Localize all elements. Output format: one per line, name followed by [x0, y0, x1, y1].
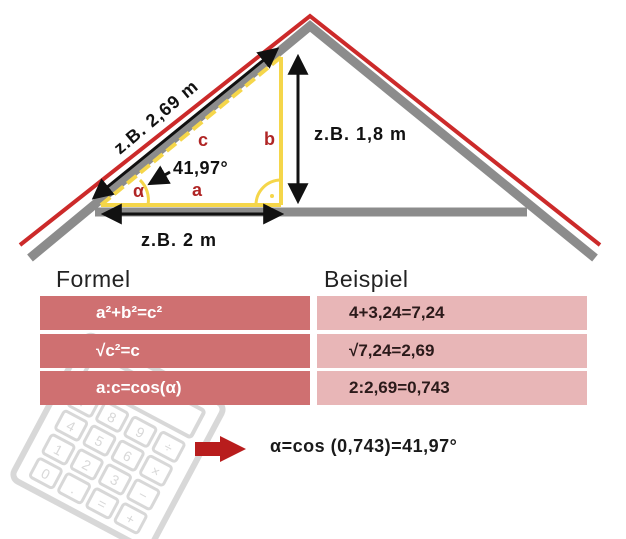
measure-arrows: [91, 47, 309, 225]
formel-cell: √c²=c: [40, 334, 310, 368]
calculator-key-label: 9: [133, 423, 148, 441]
calculator-key-label: ÷: [161, 438, 176, 456]
calculator-key: [139, 454, 173, 487]
base-measure-label: z.B. 2 m: [141, 230, 217, 250]
calculator-key-label: .: [68, 481, 79, 497]
hyp-arrow: [91, 47, 280, 200]
formel-header: Formel: [56, 266, 131, 292]
calculator-key-label: ×: [148, 462, 163, 480]
beispiel-cell: √7,24=2,69: [317, 334, 587, 368]
beispiel-header: Beispiel: [324, 266, 409, 292]
result-arrow-icon: [195, 436, 246, 462]
calculator-key: [123, 416, 158, 448]
side-a-label: a: [192, 180, 203, 200]
calculator-key: [41, 433, 76, 466]
result-formula: α=cos (0,743)=41,97°: [270, 436, 458, 456]
calculator-key: [151, 431, 186, 463]
calculator-key-label: +: [123, 510, 138, 528]
calculator-key-label: 3: [108, 471, 123, 489]
calculator-key: [69, 448, 104, 481]
beispiel-cell: 4+3,24=7,24: [317, 296, 587, 330]
alpha-label: α: [133, 181, 144, 201]
calculator-key: [126, 478, 161, 511]
calculator-key: [54, 409, 89, 442]
formel-cell: a²+b²=c²: [40, 296, 310, 330]
calculator-key: [98, 463, 132, 496]
calculator-key: [110, 439, 145, 472]
beispiel-cell: 2:2,69=0,743: [317, 371, 587, 405]
calculator-key-label: 6: [120, 447, 135, 465]
height-measure-label: z.B. 1,8 m: [314, 124, 407, 144]
side-b-label: b: [264, 129, 275, 149]
calculator-key-label: 5: [92, 432, 107, 450]
calculator-watermark: 789÷456×123−0.=+: [10, 332, 226, 539]
calculator-key-label: 2: [79, 456, 94, 474]
calculator-key: [85, 487, 120, 520]
formel-cell: a:c=cos(α): [40, 371, 310, 405]
calculator-key: [113, 502, 148, 535]
right-angle-arc: [254, 178, 282, 206]
angle-pointer-arrow: [147, 165, 171, 186]
calculator-key-label: 1: [51, 441, 66, 459]
calculator-key: [57, 472, 91, 505]
calculator-key-label: 0: [38, 465, 53, 483]
calculator-key-label: −: [136, 486, 151, 504]
calculator-key: [95, 400, 129, 433]
side-c-label: c: [198, 130, 208, 150]
calculator-key: [82, 424, 117, 457]
calculator-key: [29, 457, 63, 490]
angle-value-label: 41,97°: [173, 158, 228, 178]
calculator-key-label: =: [95, 495, 110, 513]
calculator-key-label: 8: [105, 408, 120, 426]
calculator-key-label: 4: [64, 417, 79, 435]
